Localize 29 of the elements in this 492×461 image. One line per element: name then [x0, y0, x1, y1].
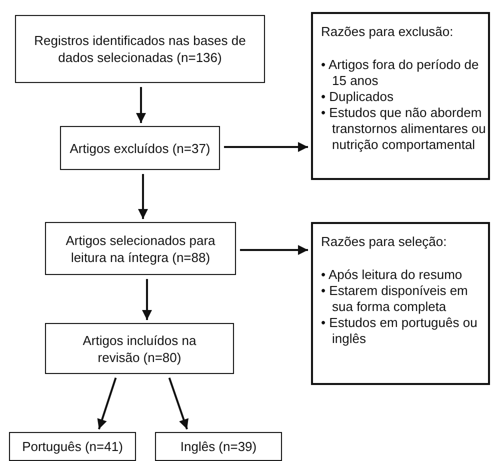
- arrow: [136, 87, 146, 123]
- bullet-item: • Estudos que não abordem transtornos alimentares ou nutrição comportamental: [321, 105, 486, 153]
- arrow: [142, 279, 152, 320]
- bullet-item: • Estarem disponíveis em sua forma completa: [321, 283, 469, 315]
- process-box: [15, 15, 265, 83]
- reasons-box: [311, 12, 490, 180]
- box-heading: Razões para seleção:: [321, 233, 448, 250]
- arrow: [240, 245, 308, 255]
- arrow: [224, 142, 308, 152]
- box-text: Artigos excluídos (n=37): [70, 140, 210, 156]
- bullet-item: • Estudos em português ou inglês: [321, 315, 478, 347]
- reasons-box: [311, 222, 490, 385]
- box-text: Artigos incluídos na revisão (n=80): [82, 332, 198, 366]
- box-text: Inglês (n=39): [180, 438, 257, 455]
- arrow: [138, 174, 148, 219]
- process-box: [45, 222, 236, 275]
- process-box: [9, 432, 136, 461]
- arrow: [97, 377, 117, 430]
- bullet-item: • Artigos fora do período de 15 anos: [321, 57, 480, 89]
- box-text: Português (n=41): [22, 438, 123, 455]
- bullet-item: • Após leitura do resumo: [321, 267, 464, 283]
- box-heading: Razões para exclusão:: [321, 23, 454, 40]
- process-box: [60, 126, 220, 170]
- arrow: [168, 377, 188, 430]
- process-box: [155, 432, 282, 461]
- process-box: [45, 323, 234, 374]
- bullet-item: • Duplicados: [321, 89, 394, 105]
- box-text: Registros identificados nas bases de dados selecionadas (n=136): [34, 32, 246, 66]
- box-text: Artigos selecionados para leitura na íntegra (n=88): [64, 232, 216, 266]
